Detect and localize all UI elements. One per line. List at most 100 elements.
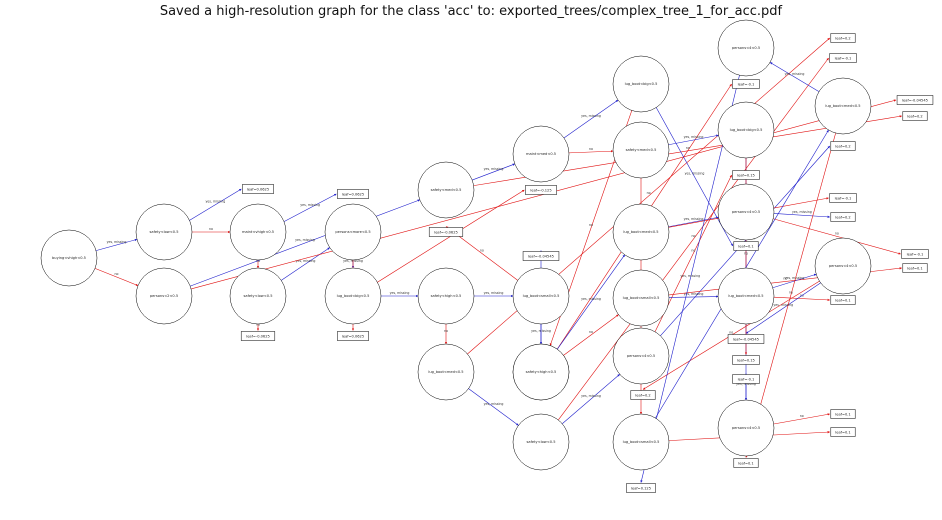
split-node-circle — [229, 267, 287, 325]
leaf-node-box — [337, 331, 369, 341]
split-node-label: persons<4<0.5 — [627, 354, 655, 358]
leaf-node: leaf=-0.04545 — [727, 334, 765, 344]
edge-no — [773, 296, 830, 302]
leaf-node-box — [630, 390, 656, 400]
leaf-node-label: leaf=0.2 — [835, 215, 850, 219]
leaf-node-label: leaf=0.1 — [907, 266, 922, 270]
leaf-node: leaf=-0.0625 — [240, 331, 276, 341]
leaf-node-label: leaf=0.1 — [835, 298, 850, 302]
leaf-node: leaf=-0.1 — [732, 79, 760, 89]
leaf-node: leaf=0.15 — [732, 355, 760, 365]
leaf-node: leaf=-0.1 — [829, 53, 857, 63]
leaf-node-label: leaf=-0.125 — [530, 188, 551, 192]
split-node-circle — [417, 161, 475, 219]
leaf-node: leaf=0.1 — [733, 241, 759, 251]
split-node-label: lug_boot<med<0.5 — [623, 230, 658, 234]
leaf-node: leaf=0.1 — [733, 458, 759, 468]
edge-yes — [283, 193, 337, 222]
leaf-node-box — [829, 193, 857, 203]
split-node-label: safety<high<0.5 — [431, 294, 462, 298]
nodes-layer: buying<vhigh<0.5safety<low<0.5persons<2<… — [40, 19, 934, 493]
edge-label: yes, missing — [107, 240, 127, 244]
leaf-node-box — [733, 458, 759, 468]
split-node-label: lug_boot<small<0.5 — [523, 294, 560, 298]
split-node: lug_boot<small<0.5 — [612, 269, 670, 327]
leaf-node-box — [727, 334, 765, 344]
leaf-node-label: leaf=0.125 — [631, 486, 651, 490]
split-node-label: lug_boot<big<0.5 — [337, 294, 370, 298]
leaf-node-label: leaf=-0.04545 — [528, 254, 554, 258]
split-node-label: persons<4<0.5 — [732, 46, 760, 50]
leaf-node-label: leaf=0.0625 — [342, 192, 364, 196]
leaf-node-label: leaf=-0.1 — [907, 252, 924, 256]
edge-label: no — [691, 248, 695, 252]
figure-title: Saved a high-resolution graph for the cl… — [159, 4, 783, 19]
edge-label: yes, missing — [680, 274, 700, 278]
split-node-label: lug_boot<med<0.5 — [825, 104, 860, 108]
split-node: safety<low<0.5 — [512, 413, 570, 471]
leaf-node-box — [337, 189, 369, 199]
edge-label: no — [647, 191, 651, 195]
leaf-node: leaf=-0.1 — [901, 249, 929, 259]
leaf-node-label: leaf=0.0625 — [247, 187, 269, 191]
split-node-label: maint<vhigh<0.5 — [242, 230, 274, 234]
split-node-circle — [324, 203, 382, 261]
split-node-circle — [814, 77, 872, 135]
split-node-label: safety<low<0.5 — [244, 294, 273, 298]
split-node-label: persons<4<0.5 — [732, 210, 760, 214]
split-node-circle — [512, 343, 570, 401]
leaf-node: leaf=-0.125 — [525, 185, 557, 195]
edge-yes — [557, 254, 625, 350]
edge-yes — [668, 295, 719, 298]
leaf-node: leaf=0.2 — [830, 141, 856, 151]
edge-label: yes, missing — [785, 276, 805, 280]
split-node-label: lug_boot<small<0.5 — [623, 440, 660, 444]
leaf-node: leaf=-0.0625 — [428, 227, 464, 237]
edge-no — [568, 150, 614, 154]
split-node: safety<high<0.5 — [512, 343, 570, 401]
edge-label: no — [783, 276, 787, 280]
edge-no — [558, 57, 829, 421]
leaf-node: leaf=-0.1 — [829, 193, 857, 203]
edge-yes — [95, 238, 138, 251]
leaf-node-box — [830, 427, 856, 437]
leaf-node: leaf=0.1 — [902, 263, 928, 273]
edge-label: yes, missing — [484, 167, 504, 171]
split-node-circle — [612, 55, 670, 113]
split-node: lug_boot<small<0.5 — [512, 267, 570, 325]
split-node-circle — [717, 19, 775, 77]
leaf-node-label: leaf=-0.1 — [738, 82, 755, 86]
split-node-circle — [135, 203, 193, 261]
edge-yes — [563, 99, 619, 139]
split-node-label: lug_boot<big<0.5 — [625, 82, 658, 86]
edge-no — [773, 413, 830, 425]
split-node: persons<2<0.5 — [135, 267, 193, 325]
edge-label: yes, missing — [581, 114, 601, 118]
leaf-node: leaf=0.2 — [830, 33, 856, 43]
leaf-node: leaf=0.1 — [830, 409, 856, 419]
split-node-circle — [229, 203, 287, 261]
leaf-node-box — [901, 249, 929, 259]
leaf-node: leaf=0.0625 — [242, 184, 274, 194]
edge-no — [773, 218, 901, 255]
edge-label: no — [744, 251, 748, 255]
leaf-node-box — [830, 212, 856, 222]
split-node: persons<4<0.5 — [814, 237, 872, 295]
leaf-node-label: leaf=0.2 — [835, 36, 850, 40]
leaf-node-box — [525, 185, 557, 195]
split-node-circle — [717, 183, 775, 241]
split-node-circle — [324, 267, 382, 325]
leaf-node-box — [240, 331, 276, 341]
edge-yes — [660, 145, 831, 337]
split-node: persons<4<0.5 — [717, 399, 775, 457]
edge-label: yes, missing — [773, 303, 793, 307]
split-node: safety<med<0.5 — [612, 121, 670, 179]
edge-label: no — [691, 234, 695, 238]
edge-label: no — [256, 259, 260, 263]
leaf-node: leaf=-0.04545 — [896, 95, 934, 105]
leaf-node-box — [522, 251, 560, 261]
leaf-node-label: leaf=-0.1 — [835, 196, 852, 200]
split-node: lug_boot<med<0.5 — [417, 343, 475, 401]
leaf-node: leaf=0.0625 — [337, 331, 369, 341]
leaf-node-box — [830, 141, 856, 151]
